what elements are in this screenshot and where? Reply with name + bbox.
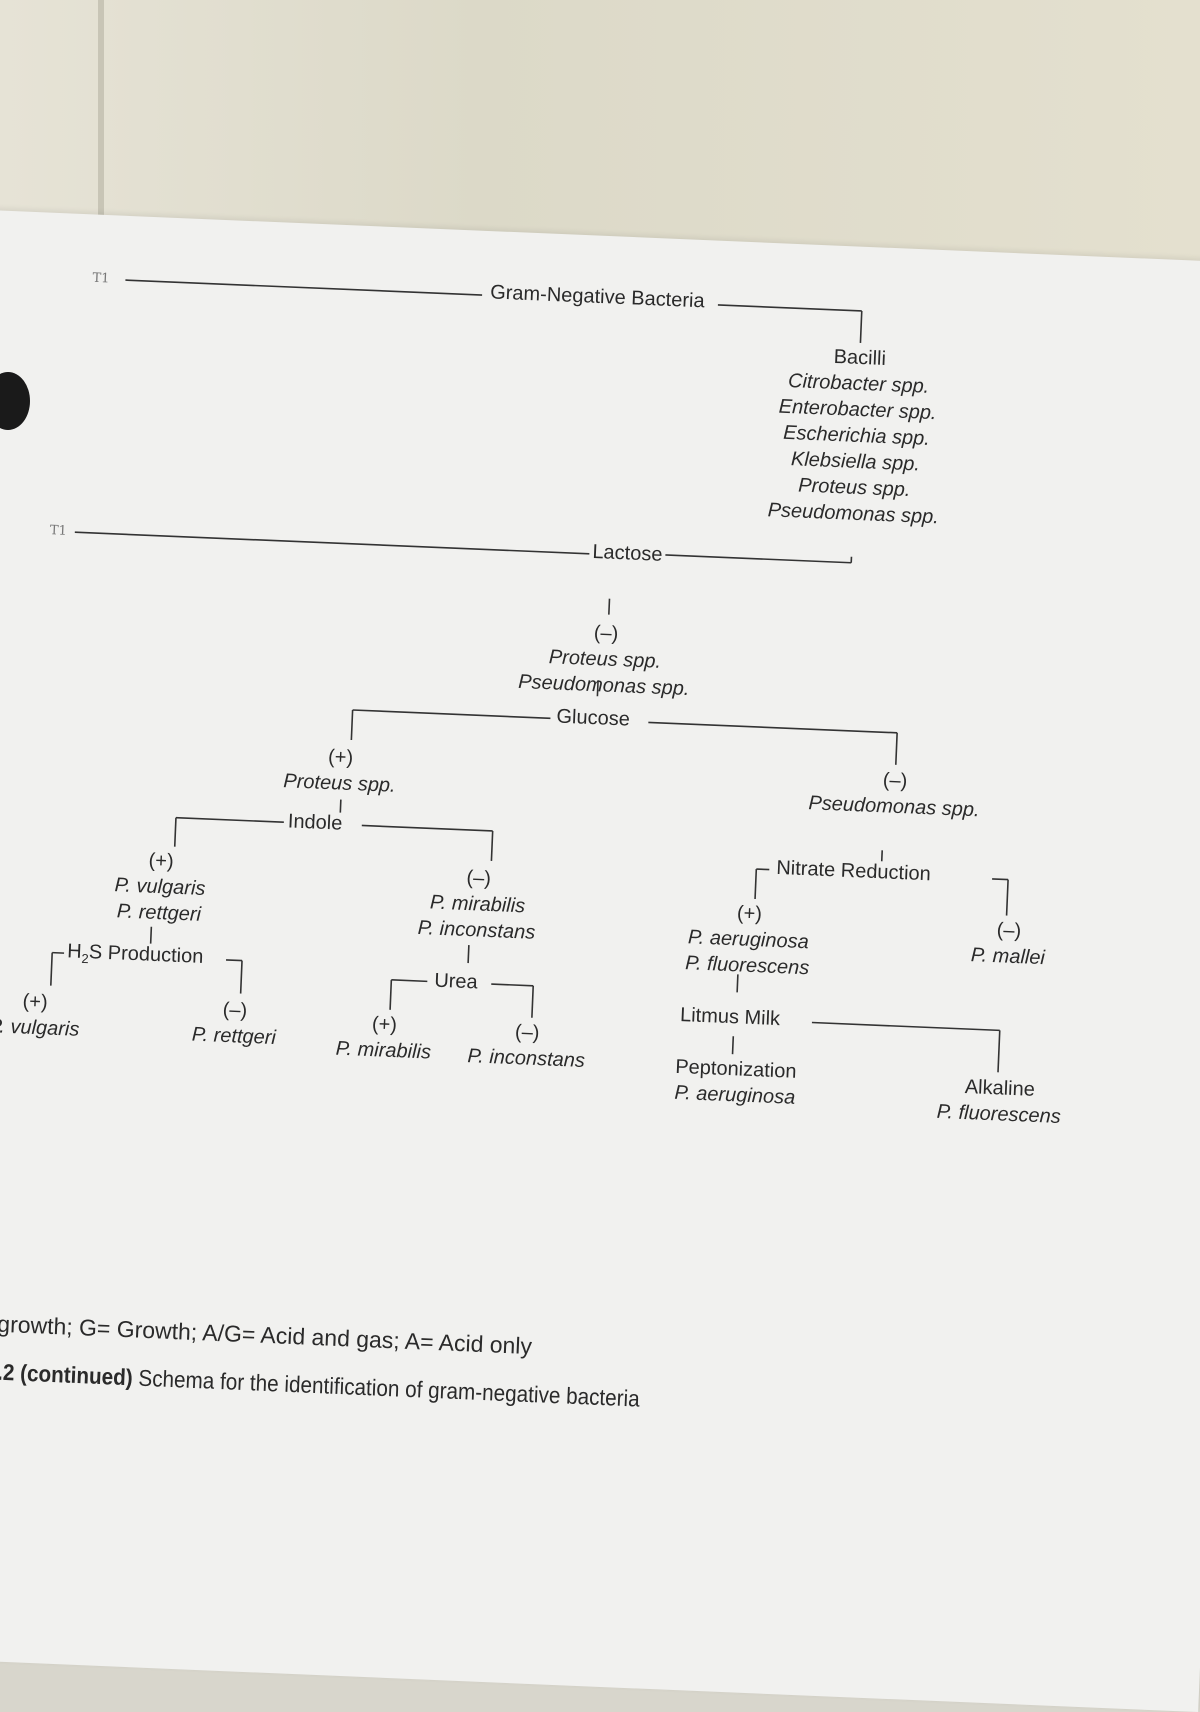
litmus-test-label: Litmus Milk (677, 1004, 784, 1031)
margin-mark: T1 (92, 271, 110, 287)
bacilli-rule (635, 554, 851, 563)
h2s-stem (151, 927, 152, 944)
glucose-right-rule (648, 722, 897, 732)
indole-right-drop (491, 831, 492, 861)
litmus-peptonization-node: Peptonization P. aeruginosa (654, 1053, 816, 1112)
litmus-right-drop (998, 1030, 1000, 1072)
h2s-negative-node: (–) P. rettgeri (178, 995, 290, 1052)
h2s-left-drop (51, 953, 52, 986)
nitrate-left-rule (756, 869, 769, 870)
urea-left-rule (391, 980, 427, 982)
indole-negative-node: (–) P. mirabilis P. inconstans (406, 863, 549, 947)
taxon-label: P. vulgaris (0, 1013, 90, 1044)
flowchart: T1 T1 Gram-Negative Bacteria Bacilli Cit… (0, 0, 1200, 1624)
urea-right-rule (491, 984, 533, 986)
lactose-left-rule (75, 532, 596, 554)
indole-left-rule (176, 818, 284, 823)
nitrate-negative-node: (–) P. mallei (957, 916, 1059, 972)
h2s-label-prefix: H (67, 940, 82, 963)
glucose-positive-node: (+) Proteus spp. (269, 742, 411, 800)
taxon-label: P. mirabilis (323, 1035, 444, 1066)
indole-test-label: Indole (284, 810, 345, 836)
indole-right-rule (362, 825, 493, 830)
taxon-label: P. rettgeri (178, 1021, 289, 1052)
root-left-rule (125, 280, 482, 295)
margin-mark: T1 (50, 523, 68, 539)
nitrate-right-rule (992, 879, 1008, 880)
root-drop (860, 311, 861, 343)
urea-left-drop (390, 980, 391, 1010)
h2s-positive-node: (+) P. vulgaris (0, 987, 91, 1044)
urea-right-drop (532, 986, 533, 1018)
lactose-test-label: Lactose (589, 541, 666, 567)
h2s-left-rule (52, 953, 64, 954)
h2s-right-rule (226, 960, 242, 961)
h2s-right-drop (241, 961, 242, 994)
urea-negative-node: (–) P. inconstans (456, 1017, 598, 1075)
lactose-stem (609, 599, 610, 615)
urea-test-label: Urea (431, 970, 481, 995)
glucose-left-rule (353, 710, 551, 718)
glucose-test-label: Glucose (553, 705, 633, 731)
nitrate-right-drop (1007, 880, 1009, 916)
root-right-rule (718, 305, 862, 311)
urea-positive-node: (+) P. mirabilis (323, 1009, 445, 1066)
peptonization-stem (733, 1036, 734, 1054)
lactose-negative-node: (–) Proteus spp. Pseudomonas spp. (503, 616, 706, 702)
litmus-alkaline-node: Alkaline P. fluorescens (916, 1072, 1083, 1131)
nitrate-positive-node: (+) P. aeruginosa P. fluorescens (672, 898, 825, 982)
glucose-left-drop (351, 710, 352, 740)
nitrate-left-drop (755, 869, 756, 899)
taxon-label: P. rettgeri (103, 898, 214, 929)
litmus-right-rule (812, 1023, 1000, 1031)
taxon-label: P. mallei (957, 942, 1058, 972)
indole-left-drop (175, 818, 176, 847)
glucose-negative-node: (–) Pseudomonas spp. (794, 764, 996, 824)
indole-positive-node: (+) P. vulgaris P. rettgeri (103, 846, 216, 929)
urea-stem (468, 945, 469, 963)
bacilli-node: Bacilli Citrobacter spp. Enterobacter sp… (763, 341, 950, 530)
h2s-label-suffix: S Production (88, 941, 203, 968)
result-sign: (+) (0, 987, 91, 1018)
glucose-right-drop (896, 733, 897, 765)
